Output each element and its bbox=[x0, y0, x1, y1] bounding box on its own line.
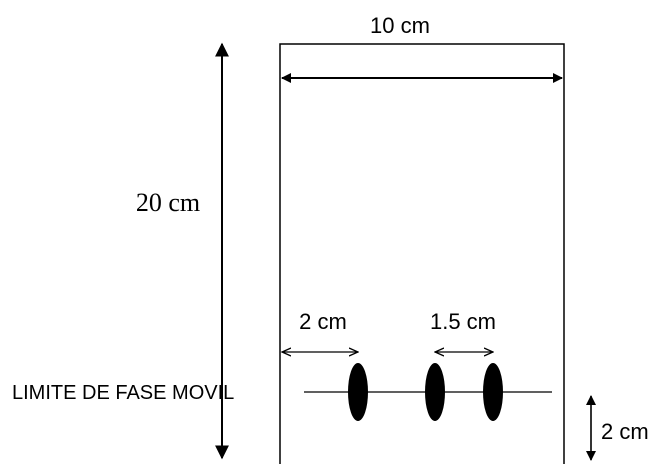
sample-spot bbox=[348, 363, 368, 421]
spot-spacing-label: 1.5 cm bbox=[430, 309, 496, 334]
plate-outline bbox=[279, 43, 565, 464]
baseline-label: LIMITE DE FASE MOVIL bbox=[12, 382, 234, 404]
height-label: 20 cm bbox=[136, 188, 200, 217]
width-label: 10 cm bbox=[370, 13, 430, 38]
first-spot-offset-label: 2 cm bbox=[299, 309, 347, 334]
baseline-height-label: 2 cm bbox=[601, 419, 649, 444]
sample-spot bbox=[425, 363, 445, 421]
sample-spot bbox=[483, 363, 503, 421]
